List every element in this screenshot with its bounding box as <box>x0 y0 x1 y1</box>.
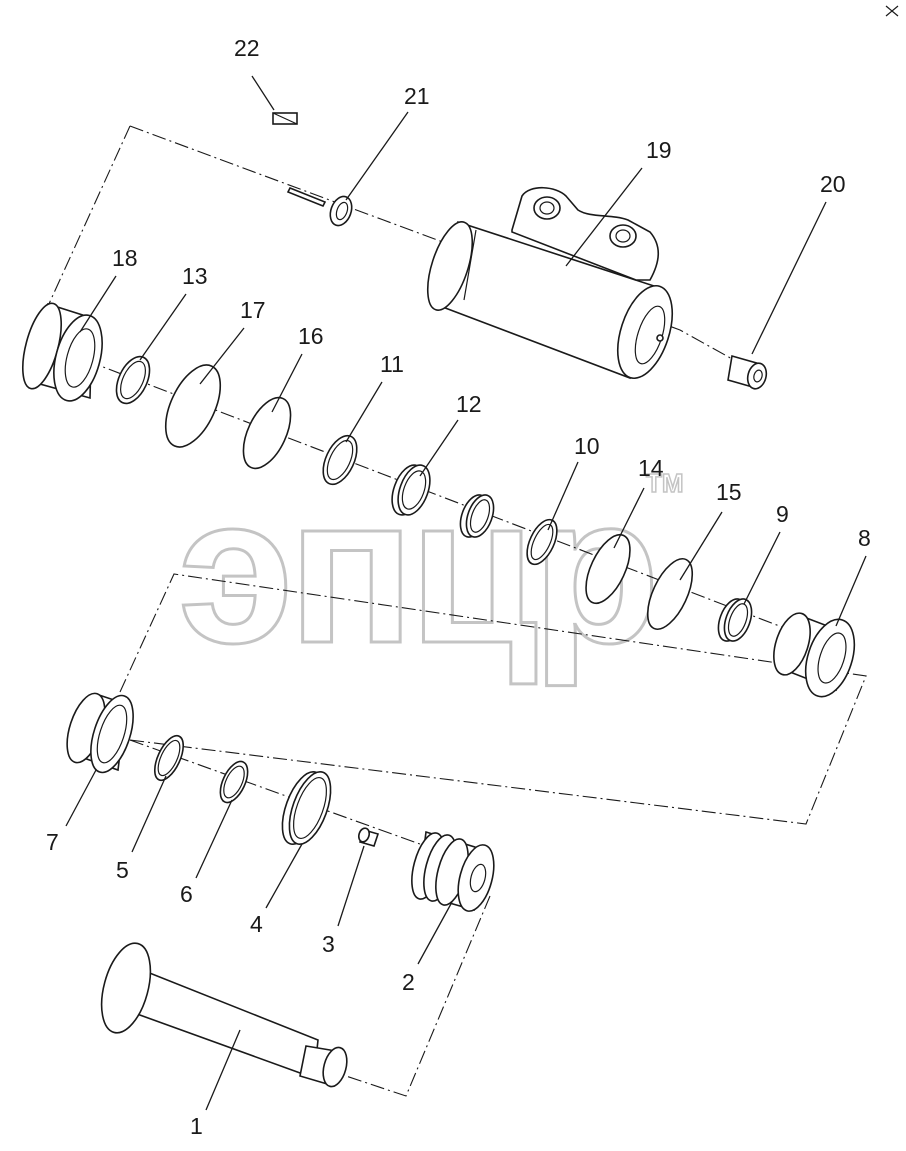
label-18: 18 <box>112 245 138 271</box>
label-1: 1 <box>190 1113 203 1139</box>
label-7: 7 <box>46 829 59 855</box>
part-13-ring <box>115 355 151 405</box>
part-21-pin <box>286 186 353 227</box>
label-15: 15 <box>716 479 742 505</box>
part-16-oring <box>242 396 292 470</box>
part-12-band <box>391 464 431 516</box>
label-3: 3 <box>322 931 335 957</box>
part-5-ring <box>153 734 185 782</box>
part-labels: 22 21 19 20 18 13 17 16 11 12 10 14 15 9… <box>46 35 871 1139</box>
label-20: 20 <box>820 171 846 197</box>
part-17-oring <box>164 364 222 448</box>
axis-rod <box>339 895 491 1097</box>
label-2: 2 <box>402 969 415 995</box>
watermark-tm: TM <box>646 468 684 498</box>
label-8: 8 <box>858 525 871 551</box>
part-1-rod <box>100 942 348 1088</box>
label-5: 5 <box>116 857 129 883</box>
part-22-key <box>272 112 298 125</box>
label-10: 10 <box>574 433 600 459</box>
part-19-cylinder-body <box>426 186 674 380</box>
label-22: 22 <box>234 35 260 61</box>
axis-upper-frame <box>129 125 753 371</box>
part-20-bushing <box>727 354 768 390</box>
label-6: 6 <box>180 881 193 907</box>
part-15-oring <box>646 558 694 630</box>
label-16: 16 <box>298 323 324 349</box>
part-14-oring <box>585 533 631 605</box>
label-17: 17 <box>240 297 266 323</box>
axis-upper-left <box>47 125 131 307</box>
label-21: 21 <box>404 83 430 109</box>
leader-lines <box>65 75 867 1111</box>
label-4: 4 <box>250 911 263 937</box>
corner-mark-icon <box>885 5 899 17</box>
label-13: 13 <box>182 263 208 289</box>
axis-lower-frame <box>119 573 867 825</box>
part-11-ring <box>322 434 358 486</box>
part-6-ring <box>219 760 249 804</box>
label-19: 19 <box>646 137 672 163</box>
label-12: 12 <box>456 391 482 417</box>
part-3-pin <box>357 827 380 847</box>
part-2-piston <box>411 830 495 912</box>
label-11: 11 <box>380 351 404 377</box>
part-18-gland <box>22 302 103 402</box>
part-4-band <box>281 771 332 845</box>
part-8-nut <box>773 612 856 698</box>
label-9: 9 <box>776 501 789 527</box>
part-sleeve-middle <box>459 494 495 538</box>
label-14: 14 <box>638 455 664 481</box>
part-9-bushing <box>717 598 753 642</box>
part-7-seal-housing <box>66 692 134 774</box>
